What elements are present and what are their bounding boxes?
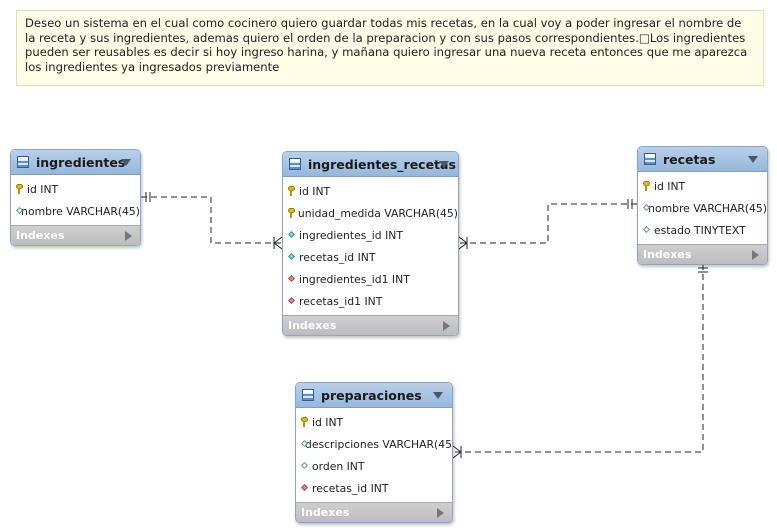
table-ingredientes[interactable]: ingredientes id INT nombre VARCHAR(45) I… (10, 149, 141, 246)
column-label: unidad_medida VARCHAR(45) (297, 206, 458, 220)
relation-ingredientes-ingredientes-recetas (141, 196, 282, 244)
column-row: recetas_id1 INT (283, 290, 458, 312)
foreign-key-icon (288, 274, 295, 284)
expand-arrow-icon[interactable] (437, 508, 444, 518)
column-label: nombre VARCHAR(45) (648, 201, 767, 215)
column-label: nombre VARCHAR(45) (21, 204, 140, 218)
indexes-section[interactable]: Indexes (11, 225, 140, 245)
column-row: recetas_id INT (296, 477, 452, 499)
column-diamond-icon (643, 225, 650, 235)
column-label: id INT (312, 415, 344, 429)
requirements-note: Deseo un sistema en el cual como cociner… (16, 10, 764, 86)
table-preparaciones[interactable]: preparaciones id INT descripciones VARCH… (295, 382, 453, 523)
column-label: orden INT (312, 459, 365, 473)
column-label: id INT (654, 179, 686, 193)
primary-key-icon (301, 417, 308, 427)
column-label: id INT (27, 182, 59, 196)
table-header[interactable]: preparaciones (296, 383, 452, 408)
collapse-arrow-icon[interactable] (121, 159, 131, 166)
collapse-arrow-icon[interactable] (439, 161, 449, 168)
table-name: ingredientes_recetas (308, 156, 456, 172)
primary-key-icon (16, 184, 23, 194)
table-icon (289, 158, 301, 170)
column-row: id INT (296, 411, 452, 433)
column-row: id INT (638, 175, 767, 197)
table-icon (17, 156, 29, 168)
column-row: estado TINYTEXT (638, 219, 767, 241)
indexes-section[interactable]: Indexes (283, 315, 458, 335)
table-name: ingredientes (36, 154, 126, 170)
indexes-section[interactable]: Indexes (296, 502, 452, 522)
collapse-arrow-icon[interactable] (433, 392, 443, 399)
column-label: recetas_id1 INT (299, 294, 383, 308)
column-diamond-icon (643, 203, 644, 213)
indexes-label: Indexes (16, 229, 65, 242)
column-row: recetas_id INT (283, 246, 458, 268)
primary-key-icon (288, 208, 295, 218)
column-label: ingredientes_id1 INT (299, 272, 410, 286)
table-header[interactable]: ingredientes_recetas (283, 152, 458, 177)
column-label: recetas_id INT (312, 481, 389, 495)
indexes-label: Indexes (288, 319, 337, 332)
column-row: unidad_medida VARCHAR(45) (283, 202, 458, 224)
column-label: recetas_id INT (299, 250, 376, 264)
table-icon (302, 389, 314, 401)
column-row: descripciones VARCHAR(45) (296, 433, 452, 455)
relation-recetas-preparaciones (453, 264, 704, 453)
column-row: nombre VARCHAR(45) (638, 197, 767, 219)
table-icon (644, 153, 656, 165)
column-row: orden INT (296, 455, 452, 477)
index-diamond-icon (288, 252, 295, 262)
column-row: nombre VARCHAR(45) (11, 200, 140, 222)
table-header[interactable]: recetas (638, 147, 767, 172)
column-row: ingredientes_id1 INT (283, 268, 458, 290)
primary-key-icon (288, 186, 295, 196)
table-ingredientes-recetas[interactable]: ingredientes_recetas id INT unidad_medid… (282, 151, 459, 336)
primary-key-icon (643, 181, 650, 191)
column-label: descripciones VARCHAR(45) (305, 437, 453, 451)
note-text: Deseo un sistema en el cual como cociner… (25, 16, 748, 74)
column-diamond-icon (16, 206, 17, 216)
indexes-label: Indexes (301, 506, 350, 519)
indexes-section[interactable]: Indexes (638, 244, 767, 264)
column-label: ingredientes_id INT (299, 228, 403, 242)
column-row: id INT (11, 178, 140, 200)
column-diamond-icon (301, 461, 308, 471)
table-name: preparaciones (321, 387, 422, 403)
table-header[interactable]: ingredientes (11, 150, 140, 175)
expand-arrow-icon[interactable] (443, 321, 450, 331)
table-name: recetas (663, 151, 716, 167)
index-diamond-icon (288, 230, 295, 240)
foreign-key-icon (288, 296, 295, 306)
column-row: ingredientes_id INT (283, 224, 458, 246)
expand-arrow-icon[interactable] (752, 250, 759, 260)
column-row: id INT (283, 180, 458, 202)
relation-recetas-ingredientes-recetas (459, 203, 637, 244)
expand-arrow-icon[interactable] (125, 231, 132, 241)
indexes-label: Indexes (643, 248, 692, 261)
column-label: estado TINYTEXT (654, 223, 746, 237)
column-label: id INT (299, 184, 331, 198)
foreign-key-icon (301, 483, 308, 493)
table-recetas[interactable]: recetas id INT nombre VARCHAR(45) estado… (637, 146, 768, 265)
collapse-arrow-icon[interactable] (748, 156, 758, 163)
